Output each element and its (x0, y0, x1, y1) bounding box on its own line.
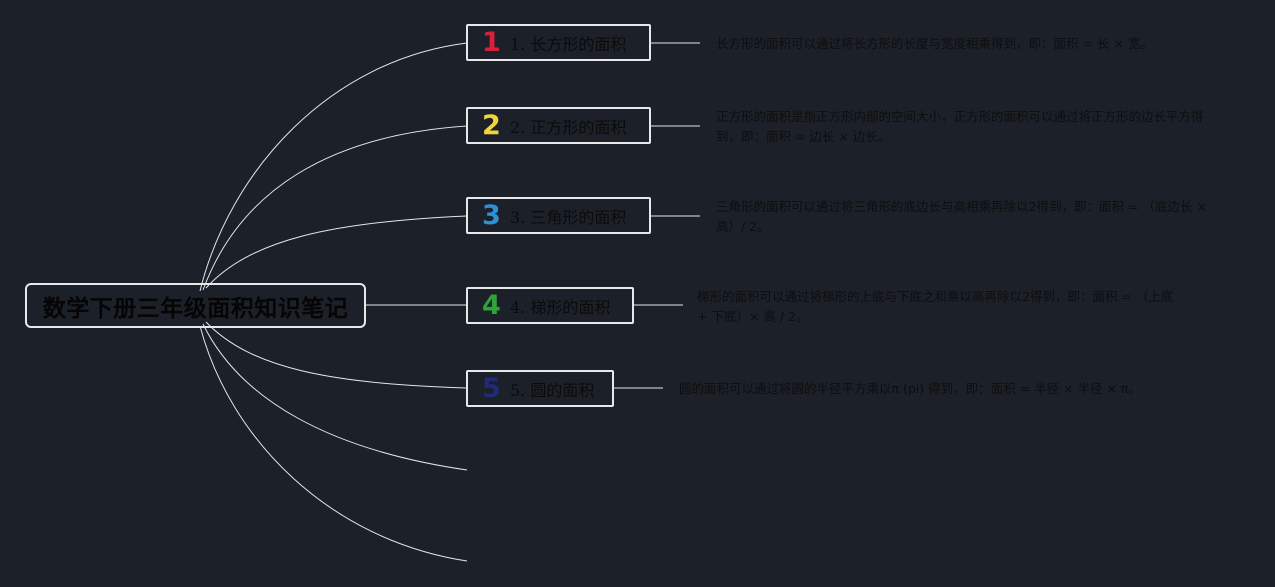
branch-line-5 (205, 321, 468, 389)
root-title: 数学下册三年级面积知识笔记 (42, 295, 349, 322)
note-square-area: 正方形的面积是指正方形内部的空间大小，正方形的面积可以通过将正方形的边长平方得到… (716, 109, 1204, 144)
topic-label: 3. 三角形的面积 (510, 207, 627, 227)
topic-rectangle-area[interactable]: 1 1. 长方形的面积 (466, 24, 651, 61)
note-rectangle-area: 长方形的面积可以通过将长方形的长度与宽度相乘得到，即：面积 = 长 × 宽。 (716, 36, 1153, 51)
topic-square-area[interactable]: 2 2. 正方形的面积 (466, 107, 651, 144)
number-4-icon: 4 (482, 290, 501, 321)
number-5-icon: 5 (482, 373, 501, 404)
branch-line-2 (202, 125, 468, 291)
number-2-icon: 2 (482, 110, 501, 141)
number-3-icon: 3 (482, 200, 501, 231)
number-1-icon: 1 (482, 27, 501, 58)
topic-trapezoid-area[interactable]: 4 4. 梯形的面积 (466, 287, 634, 324)
note-trapezoid-area: 梯形的面积可以通过将梯形的上底与下底之和乘以高再除以2得到，即：面积 = （上底… (697, 289, 1174, 324)
topic-label: 5. 圆的面积 (510, 380, 595, 400)
branch-line-1 (199, 42, 468, 292)
note-circle-area: 圆的面积可以通过将圆的半径平方乘以π (pi) 得到，即：面积 = 半径 × 半… (679, 381, 1141, 396)
root-topic[interactable]: 数学下册三年级面积知识笔记 (25, 283, 366, 328)
branch-line-6 (202, 323, 468, 471)
note-triangle-area: 三角形的面积可以通过将三角形的底边长与高相乘再除以2得到，即：面积 = （底边长… (716, 199, 1207, 234)
topic-triangle-area[interactable]: 3 3. 三角形的面积 (466, 197, 651, 234)
topic-label: 1. 长方形的面积 (510, 34, 627, 54)
branch-line-3 (205, 215, 468, 289)
topic-label: 2. 正方形的面积 (510, 117, 627, 137)
branch-line-7 (199, 325, 468, 562)
topic-label: 4. 梯形的面积 (510, 297, 611, 317)
topic-circle-area[interactable]: 5 5. 圆的面积 (466, 370, 614, 407)
